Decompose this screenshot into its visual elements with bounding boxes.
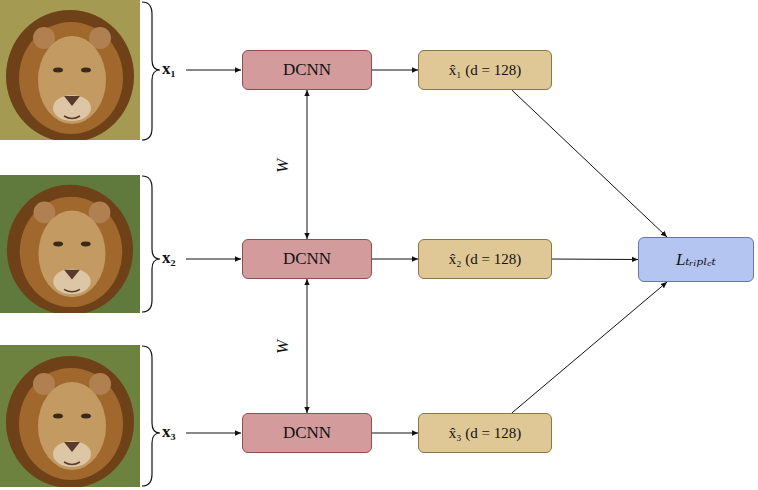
loss-box: Lₜᵣᵢₚₗₑₜ: [638, 237, 754, 282]
connector: [372, 259, 418, 260]
input-arrow: [186, 259, 241, 260]
weight-label: W: [273, 156, 293, 174]
lion-photo: [6, 10, 134, 142]
brace: [142, 2, 160, 140]
input-arrow: [186, 433, 241, 434]
node-text: x̂₃ (d = 128): [449, 425, 521, 442]
network-box: DCNN: [242, 239, 372, 279]
weight-label: W: [273, 338, 293, 356]
connector: [307, 90, 308, 239]
connector: [512, 282, 667, 413]
connector: [552, 259, 638, 261]
connector: [372, 433, 418, 434]
node-text: DCNN: [283, 249, 331, 269]
lion-photo: [7, 185, 133, 315]
connector: [372, 70, 418, 71]
brace: [142, 346, 160, 486]
connector: [512, 90, 667, 237]
input-label: x₃: [162, 422, 176, 442]
photo-ground: [0, 345, 140, 487]
node-text: DCNN: [283, 423, 331, 443]
network-box: DCNN: [242, 413, 372, 453]
network-box: DCNN: [242, 50, 372, 90]
node-text: x̂₁ (d = 128): [449, 62, 521, 79]
brace: [142, 176, 160, 312]
input-label: x₁: [162, 59, 176, 79]
node-text: Lₜᵣᵢₚₗₑₜ: [676, 249, 716, 270]
embedding-box: x̂₂ (d = 128): [418, 239, 552, 279]
input-arrow: [186, 70, 241, 71]
node-text: DCNN: [283, 60, 331, 80]
connector: [307, 279, 308, 413]
embedding-box: x̂₁ (d = 128): [418, 50, 552, 90]
input-label: x₂: [162, 248, 176, 268]
node-text: x̂₂ (d = 128): [449, 251, 521, 268]
lion-photo: [6, 356, 134, 488]
embedding-box: x̂₃ (d = 128): [418, 413, 552, 453]
